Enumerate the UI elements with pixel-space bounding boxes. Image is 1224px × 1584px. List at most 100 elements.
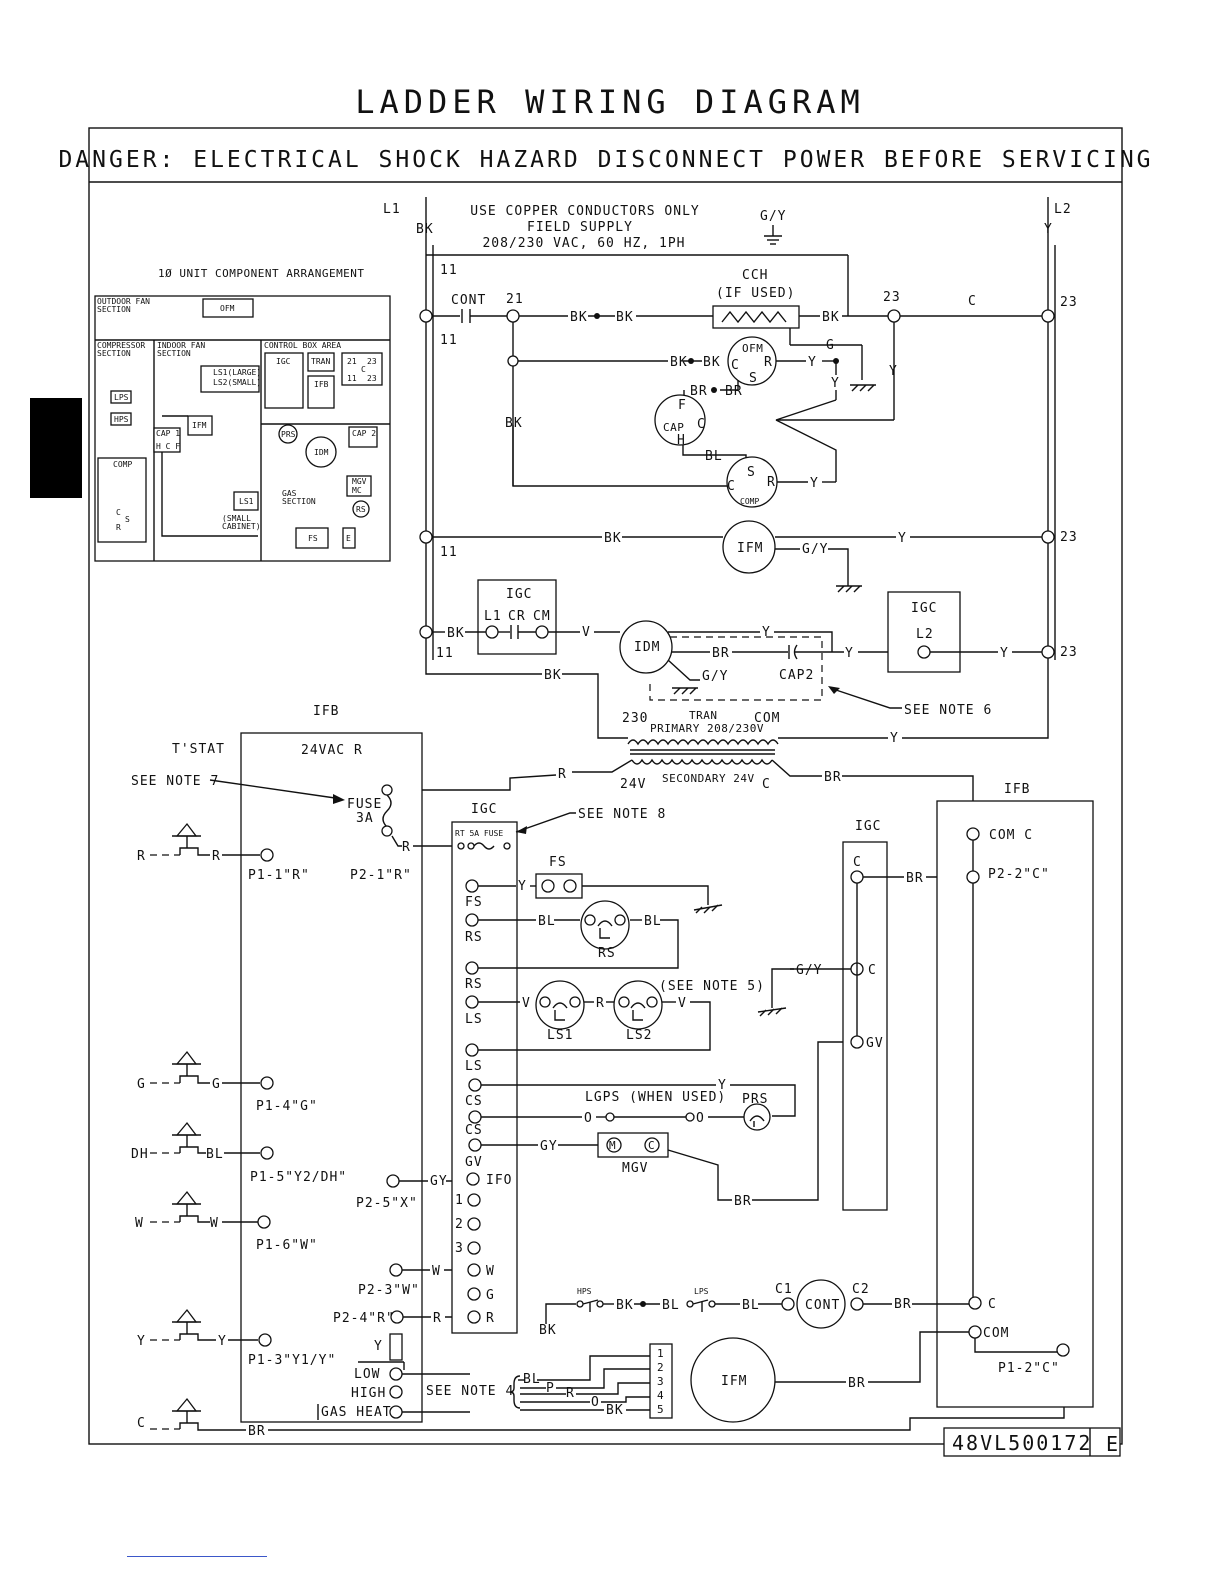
term-ls2: LS [465, 1059, 483, 1074]
pin-1: 1 [657, 1347, 664, 1360]
tstat-r[interactable]: R R [137, 822, 274, 864]
wire-r: R [566, 1386, 575, 1401]
tstat-dh[interactable]: DH BL [131, 1121, 274, 1162]
ifb-right-board [936, 800, 1094, 1408]
rs-label: RS [598, 946, 616, 961]
speed-low: LOW [354, 1367, 380, 1382]
l1-wire-color: BK [416, 222, 434, 237]
term-rs2: RS [465, 977, 483, 992]
wire-bk: BK [604, 531, 622, 546]
p2-5-x-terminal [386, 1174, 400, 1188]
induced-draft-motor [619, 620, 673, 674]
cap-c: C [697, 417, 706, 432]
wire-gy: G/Y [802, 542, 828, 557]
p2-5-x: P2-5"X" [356, 1196, 418, 1211]
node-21-label: 21 [506, 292, 524, 307]
wire-gy: GY [430, 1174, 448, 1189]
tstat-g[interactable]: G G [137, 1050, 274, 1092]
ifb-com: COM [983, 1326, 1009, 1341]
fs-label: FS [549, 855, 567, 870]
svg-text:IDM: IDM [314, 448, 329, 457]
wire-br: BR [824, 770, 842, 785]
wire-bk: BK [505, 416, 523, 431]
tstat-y-label: Y [137, 1334, 146, 1349]
ls2-label: LS2 [626, 1028, 652, 1043]
cch-if-used: (IF USED) [716, 286, 795, 301]
svg-text:SECTION: SECTION [97, 349, 131, 358]
cap-f: F [678, 398, 687, 413]
comp-c: C [727, 479, 736, 494]
node-11b-label: 11 [440, 333, 458, 348]
node-23b-label: 23 [1060, 530, 1078, 545]
term-ifo: IFO [486, 1173, 512, 1188]
run-capacitor [654, 394, 706, 446]
l2-label: L2 [1054, 202, 1072, 217]
cont-c1: C1 [775, 1282, 793, 1297]
tstat-w-label: W [135, 1216, 144, 1231]
transformer-primary [627, 739, 779, 746]
arrangement-title: 1Ø UNIT COMPONENT ARRANGEMENT [158, 267, 365, 280]
wire-r: R [596, 996, 605, 1011]
wire-w: W [432, 1264, 441, 1279]
wire-bl: BL [705, 449, 723, 464]
wire-o: O [591, 1395, 600, 1410]
tstat-y[interactable]: Y Y [137, 1308, 272, 1349]
transformer-secondary [631, 758, 773, 765]
rollout-switch [580, 900, 630, 950]
hps-label: HPS [577, 1287, 592, 1296]
cont-label: CONT [451, 293, 486, 308]
ofm-label: OFM [742, 342, 763, 355]
wire-bk: BK [570, 310, 588, 325]
footer-rule [127, 1556, 267, 1557]
wire-y: Y [762, 625, 771, 640]
wire-gy: G/Y [796, 963, 822, 978]
svg-text:LS1(LARGE): LS1(LARGE) [213, 368, 261, 377]
ground-icon [764, 225, 782, 245]
wire-r: R [433, 1311, 442, 1326]
wire-y: Y [218, 1334, 227, 1349]
svg-text:CAP 2: CAP 2 [352, 429, 376, 438]
igc-label: IGC [506, 587, 532, 602]
p2-1-r: P2-1"R" [350, 868, 412, 883]
node-21 [506, 309, 520, 323]
supply-note-1: USE COPPER CONDUCTORS ONLY [470, 204, 700, 219]
svg-text:E: E [346, 534, 351, 543]
wire-bl: BL [742, 1298, 760, 1313]
svg-text:FS: FS [308, 534, 318, 543]
wire-v: V [678, 996, 687, 1011]
see-note-6: SEE NOTE 6 [904, 703, 992, 718]
wire-g: G [212, 1077, 221, 1092]
p2-3-w: P2-3"W" [358, 1283, 420, 1298]
svg-text:PRS: PRS [281, 430, 296, 439]
prs-label: PRS [742, 1092, 768, 1107]
wire-w: W [210, 1216, 219, 1231]
pin-4: 4 [657, 1389, 664, 1402]
mgv-label: MGV [622, 1161, 648, 1176]
wire-bk: BK [539, 1323, 557, 1338]
ifm-label: IFM [737, 541, 763, 556]
cont-c2: C2 [852, 1282, 870, 1297]
wire-y: Y [845, 646, 854, 661]
ifb-24vac: 24VAC R [301, 743, 363, 758]
p2-2-c: P2-2"C" [988, 867, 1050, 882]
p2-4-r: P2-4"R" [333, 1311, 395, 1326]
igc-label: IGC [911, 601, 937, 616]
wire-br: BR [725, 384, 743, 399]
wire-br: BR [906, 871, 924, 886]
svg-text:H C F: H C F [156, 442, 180, 451]
ground-label: G/Y [760, 209, 786, 224]
svg-text:LPS: LPS [114, 393, 129, 402]
speed-high: HIGH [351, 1386, 386, 1401]
tstat-w[interactable]: W W [135, 1190, 271, 1231]
term-fs: FS [465, 895, 483, 910]
wire-v: V [582, 625, 591, 640]
wire-o: O [696, 1111, 705, 1126]
p1-3-y1y: P1-3"Y1/Y" [248, 1353, 336, 1368]
revision: E [1106, 1432, 1118, 1456]
lgps-label: LGPS (WHEN USED) [585, 1090, 726, 1105]
fuse-terminal [381, 825, 393, 837]
p1-2-c: P1-2"C" [998, 1361, 1060, 1376]
speed-gas-heat: GAS HEAT [321, 1405, 392, 1420]
wire-v: V [522, 996, 531, 1011]
wire-y: Y [718, 1078, 727, 1093]
